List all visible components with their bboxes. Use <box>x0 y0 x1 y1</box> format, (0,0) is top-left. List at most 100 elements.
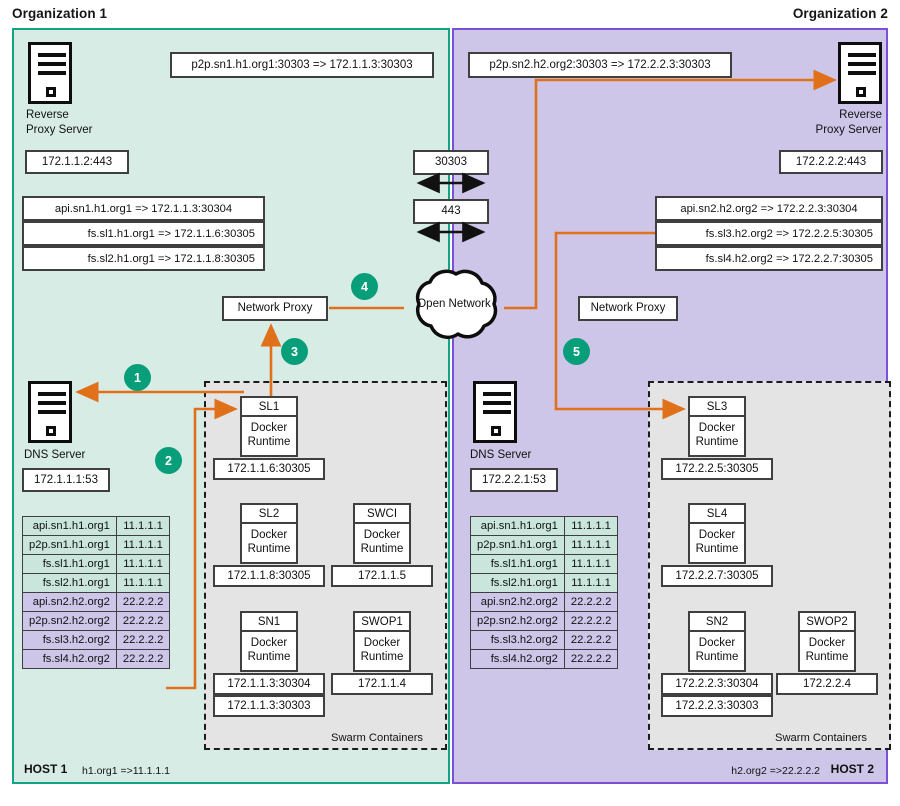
org2-dns-row-ip: 11.1.1.1 <box>563 573 619 593</box>
org1-dns-row-name: api.sn2.h2.org2 <box>22 592 117 612</box>
org1-reverse-proxy-address: 172.1.1.2:443 <box>25 150 129 174</box>
container-sl1-runtime-line2: Runtime <box>247 436 291 448</box>
container-sn2-runtime: Docker Runtime <box>688 632 746 672</box>
container-swop1-name: SWOP1 <box>353 611 411 632</box>
org2-network-proxy: Network Proxy <box>578 296 678 321</box>
org2-reverse-proxy-caption-line2: Proxy Server <box>815 124 882 137</box>
container-sn1-runtime-line1: Docker <box>250 637 288 650</box>
org2-dns-row-ip: 22.2.2.2 <box>563 611 619 631</box>
org2-dns-row-ip: 11.1.1.1 <box>563 516 619 536</box>
step-badge-1: 1 <box>124 364 151 391</box>
org1-dns-row-ip: 22.2.2.2 <box>115 611 171 631</box>
step-badge-3: 3 <box>281 338 308 365</box>
org1-mapping-0: api.sn1.h1.org1 => 172.1.1.3:30304 <box>22 196 265 221</box>
container-sn2-runtime-line2: Runtime <box>695 651 739 663</box>
org1-swarm-label: Swarm Containers <box>331 732 424 744</box>
container-sl2: SL2 Docker Runtime <box>240 503 298 564</box>
org1-dns-row-name: p2p.sn1.h1.org1 <box>22 535 117 555</box>
org1-dns-row-name: api.sn1.h1.org1 <box>22 516 117 536</box>
org2-mapping-0: api.sn2.h2.org2 => 172.2.2.3:30304 <box>655 196 883 221</box>
org1-dns-caption: DNS Server <box>24 449 86 461</box>
org1-dns-row-ip: 22.2.2.2 <box>115 649 171 669</box>
container-sl4-address-0: 172.2.2.7:30305 <box>661 565 773 587</box>
container-swci-runtime-line2: Runtime <box>360 543 404 555</box>
container-sl1-runtime: Docker Runtime <box>240 417 298 457</box>
container-sn1-runtime-line2: Runtime <box>247 651 291 663</box>
org1-dns-row-name: fs.sl1.h1.org1 <box>22 554 117 574</box>
container-sl2-address-0: 172.1.1.8:30305 <box>213 565 325 587</box>
org2-dns-row-name: p2p.sn2.h2.org2 <box>470 611 565 631</box>
org2-swarm-label: Swarm Containers <box>775 732 868 744</box>
container-swop2-runtime: Docker Runtime <box>798 632 856 672</box>
org2-dns-row-ip: 22.2.2.2 <box>563 630 619 650</box>
container-sn1-runtime: Docker Runtime <box>240 632 298 672</box>
org2-dns-caption: DNS Server <box>470 449 532 461</box>
org1-dns-row-ip: 11.1.1.1 <box>115 554 171 574</box>
container-sl2-runtime-line1: Docker <box>250 529 288 542</box>
container-sn1-name: SN1 <box>240 611 298 632</box>
org2-dns-server-icon <box>473 381 517 443</box>
org2-mapping-1: fs.sl3.h2.org2 => 172.2.2.5:30305 <box>655 221 883 246</box>
container-sl3-runtime-line2: Runtime <box>695 436 739 448</box>
container-sl3-address-0: 172.2.2.5:30305 <box>661 458 773 480</box>
container-swci: SWCI Docker Runtime <box>353 503 411 564</box>
container-sn1-address-1: 172.1.1.3:30303 <box>213 695 325 717</box>
container-swop2-runtime-line2: Runtime <box>805 651 849 663</box>
org1-reverse-proxy-server-icon <box>28 42 72 104</box>
org2-dns-row-name: fs.sl2.h1.org1 <box>470 573 565 593</box>
org1-dns-row-name: fs.sl2.h1.org1 <box>22 573 117 593</box>
container-sl2-runtime-line2: Runtime <box>247 543 291 555</box>
container-swop1-address-0: 172.1.1.4 <box>331 673 433 695</box>
container-sn2-address-1: 172.2.2.3:30303 <box>661 695 773 717</box>
host-2-label: HOST 2 <box>830 762 874 776</box>
container-sl4-name: SL4 <box>688 503 746 524</box>
org2-dns-row-name: fs.sl4.h2.org2 <box>470 649 565 669</box>
org2-dns-row-name: fs.sl1.h1.org1 <box>470 554 565 574</box>
org1-reverse-proxy-caption: Reverse Proxy Server <box>26 108 92 139</box>
org1-dns-address: 172.1.1.1:53 <box>22 468 110 492</box>
org2-dns-row-name: api.sn2.h2.org2 <box>470 592 565 612</box>
port-box-30303: 30303 <box>413 150 489 175</box>
container-swci-runtime-line1: Docker <box>363 529 401 542</box>
org2-dns-row-name: p2p.sn1.h1.org1 <box>470 535 565 555</box>
container-swci-name: SWCI <box>353 503 411 524</box>
org2-dns-row-ip: 22.2.2.2 <box>563 649 619 669</box>
organization-2-title: Organization 2 <box>792 6 888 21</box>
container-sn2-name: SN2 <box>688 611 746 632</box>
container-sl3-name: SL3 <box>688 396 746 417</box>
container-swop2: SWOP2 Docker Runtime <box>798 611 856 672</box>
org1-dns-row-ip: 11.1.1.1 <box>115 573 171 593</box>
container-sl3: SL3 Docker Runtime <box>688 396 746 457</box>
container-sl4-runtime-line2: Runtime <box>695 543 739 555</box>
org2-dns-row-ip: 22.2.2.2 <box>563 592 619 612</box>
host-1-mapping: h1.org1 =>11.1.1.1 <box>82 765 170 777</box>
step-badge-4: 4 <box>351 273 378 300</box>
host-2-mapping: h2.org2 =>22.2.2.2 <box>731 765 820 777</box>
container-sl4-runtime: Docker Runtime <box>688 524 746 564</box>
open-network-cloud: Open Network <box>400 260 508 348</box>
org2-dns-row-ip: 11.1.1.1 <box>563 535 619 555</box>
container-sl4: SL4 Docker Runtime <box>688 503 746 564</box>
org2-dns-row-name: fs.sl3.h2.org2 <box>470 630 565 650</box>
container-swop1-runtime-line2: Runtime <box>360 651 404 663</box>
org1-dns-row-name: fs.sl3.h2.org2 <box>22 630 117 650</box>
org2-dns-address: 172.2.2.1:53 <box>470 468 558 492</box>
org2-dns-row-ip: 11.1.1.1 <box>563 554 619 574</box>
container-sl2-runtime: Docker Runtime <box>240 524 298 564</box>
container-swop1-runtime-line1: Docker <box>363 637 401 650</box>
org2-dns-row-name: api.sn1.h1.org1 <box>470 516 565 536</box>
container-swci-runtime: Docker Runtime <box>353 524 411 564</box>
org1-dns-row-name: p2p.sn2.h2.org2 <box>22 611 117 631</box>
container-sn2-address-0: 172.2.2.3:30304 <box>661 673 773 695</box>
container-swop1: SWOP1 Docker Runtime <box>353 611 411 672</box>
